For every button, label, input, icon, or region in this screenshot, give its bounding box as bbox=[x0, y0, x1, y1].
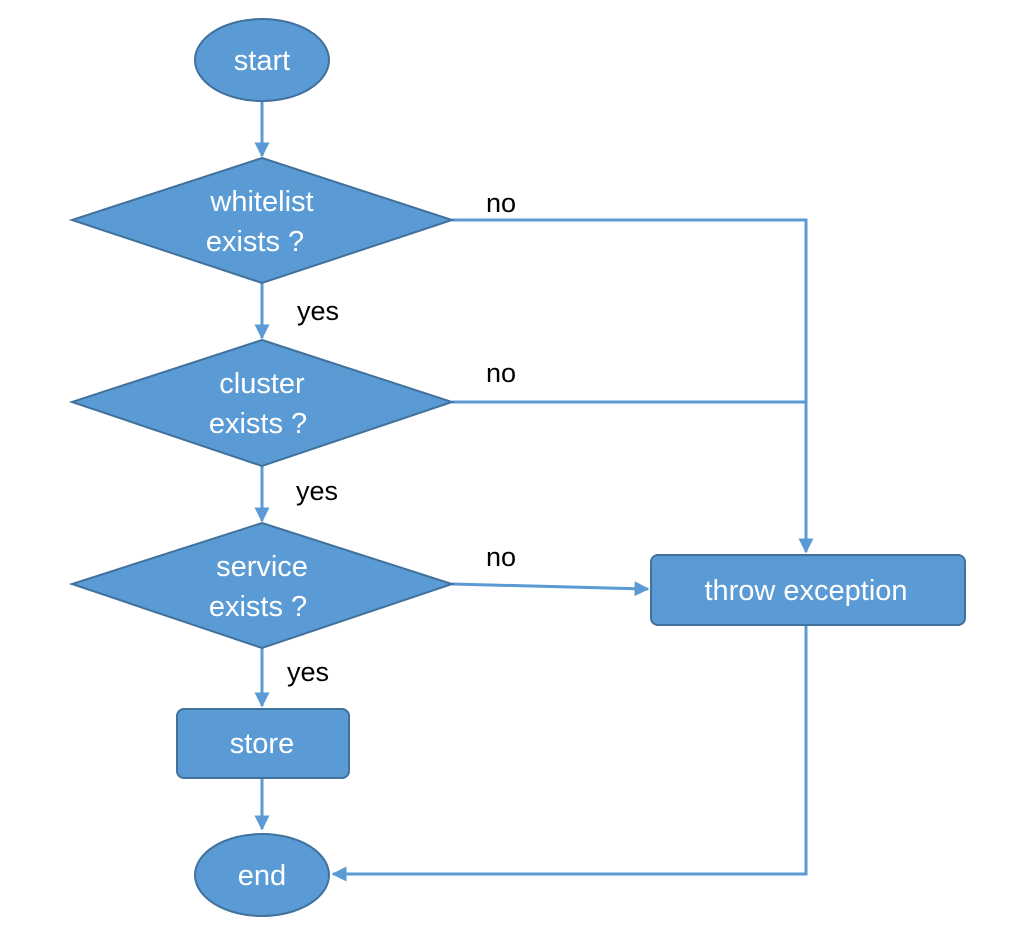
store-process bbox=[176, 708, 350, 779]
whitelist-decision bbox=[68, 156, 456, 285]
cluster-no-label: no bbox=[486, 358, 516, 388]
node-end: end bbox=[194, 833, 330, 917]
start-terminal bbox=[194, 18, 330, 102]
cluster-label-line1: cluster bbox=[219, 368, 305, 400]
edge-service-no bbox=[451, 581, 650, 597]
service-yes-label: yes bbox=[287, 657, 329, 687]
service-no-label: no bbox=[486, 542, 516, 572]
service-label-line2: exists ? bbox=[209, 591, 307, 623]
edge-throw-to-end bbox=[331, 625, 808, 882]
node-store: store bbox=[176, 708, 350, 779]
whitelist-label-line2: exists ? bbox=[206, 226, 304, 258]
node-cluster: cluster exists ? bbox=[68, 338, 456, 468]
node-start: start bbox=[194, 18, 330, 102]
cluster-label-line2: exists ? bbox=[209, 408, 307, 440]
edge-whitelist-no bbox=[452, 218, 814, 554]
service-decision bbox=[68, 521, 456, 650]
whitelist-label-line1: whitelist bbox=[209, 186, 313, 218]
node-whitelist: whitelist exists ? bbox=[68, 156, 456, 285]
throw-exception-process bbox=[650, 554, 966, 626]
store-label: store bbox=[230, 728, 294, 760]
whitelist-yes-label: yes bbox=[297, 296, 339, 326]
edge-labels: no yes no yes no yes bbox=[287, 188, 516, 687]
end-terminal bbox=[194, 833, 330, 917]
edges bbox=[254, 101, 814, 882]
service-label-line1: service bbox=[216, 551, 308, 583]
start-label: start bbox=[234, 45, 290, 77]
cluster-decision bbox=[68, 338, 456, 468]
end-label: end bbox=[238, 860, 286, 892]
throw-exception-label: throw exception bbox=[704, 575, 907, 607]
whitelist-no-label: no bbox=[486, 188, 516, 218]
node-service: service exists ? bbox=[68, 521, 456, 650]
node-throw-exception: throw exception bbox=[650, 554, 966, 626]
cluster-yes-label: yes bbox=[296, 476, 338, 506]
